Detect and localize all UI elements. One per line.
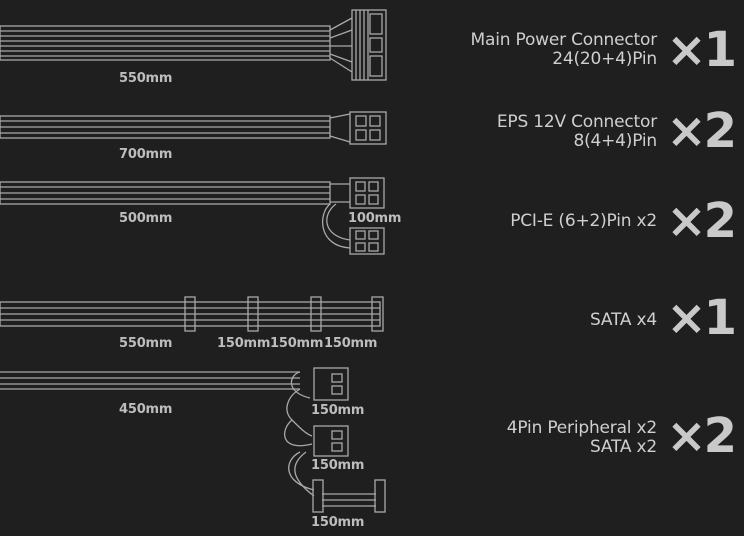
- label-main-power-line1: Main Power Connector: [470, 30, 658, 50]
- label-peripheral-line1: 4Pin Peripheral x2: [506, 418, 657, 438]
- quantity-eps: ×2: [666, 103, 737, 159]
- length-pcie-main: 500mm: [119, 211, 173, 226]
- eps-cable: [0, 113, 351, 143]
- connector-molex-1: [313, 367, 349, 401]
- length-sata-seg-2: 150mm: [270, 336, 324, 351]
- label-pcie: PCI-E (6+2)Pin x2: [510, 212, 657, 231]
- connector-eps-8pin: [349, 111, 387, 145]
- peripheral-cable: [0, 371, 376, 507]
- label-main-power: Main Power Connector 24(20+4)Pin: [470, 30, 658, 69]
- label-sata-line1: SATA x4: [590, 310, 657, 330]
- length-peripheral-main: 450mm: [119, 402, 173, 417]
- label-peripheral: 4Pin Peripheral x2 SATA x2: [507, 419, 657, 457]
- sata-connectors: [184, 296, 384, 332]
- main-power-cable: [0, 17, 353, 73]
- quantity-peripheral: ×2: [666, 408, 737, 464]
- main-power-cable-body: [0, 25, 331, 61]
- length-sata-main: 550mm: [119, 336, 173, 351]
- label-peripheral-line2: SATA x2: [590, 437, 657, 457]
- pcie-cable: [0, 181, 351, 249]
- label-eps: EPS 12V Connector 8(4+4)Pin: [497, 113, 657, 151]
- length-sata-seg-3: 150mm: [324, 336, 378, 351]
- length-main-power: 550mm: [119, 71, 173, 86]
- connector-molex-2: [313, 425, 349, 457]
- connector-sata-pair: [312, 479, 386, 513]
- quantity-sata: ×1: [666, 290, 737, 346]
- length-peripheral-seg-1: 150mm: [311, 403, 365, 418]
- quantity-pcie: ×2: [666, 193, 737, 249]
- length-peripheral-seg-3: 150mm: [311, 515, 365, 530]
- connector-pcie-2: [349, 227, 385, 255]
- label-pcie-line1: PCI-E (6+2)Pin x2: [510, 211, 657, 231]
- connector-24pin: [351, 9, 387, 81]
- length-peripheral-seg-2: 150mm: [311, 458, 365, 473]
- quantity-main-power: ×1: [666, 22, 737, 78]
- label-eps-line2: 8(4+4)Pin: [573, 131, 657, 151]
- label-main-power-line2: 24(20+4)Pin: [552, 49, 657, 69]
- length-sata-seg-1: 150mm: [217, 336, 271, 351]
- connector-pcie-1: [349, 177, 385, 209]
- label-sata: SATA x4: [590, 311, 657, 330]
- label-eps-line1: EPS 12V Connector: [496, 112, 657, 132]
- length-eps: 700mm: [119, 147, 173, 162]
- sata-cable: [0, 301, 381, 327]
- length-pcie-branch: 100mm: [348, 211, 402, 226]
